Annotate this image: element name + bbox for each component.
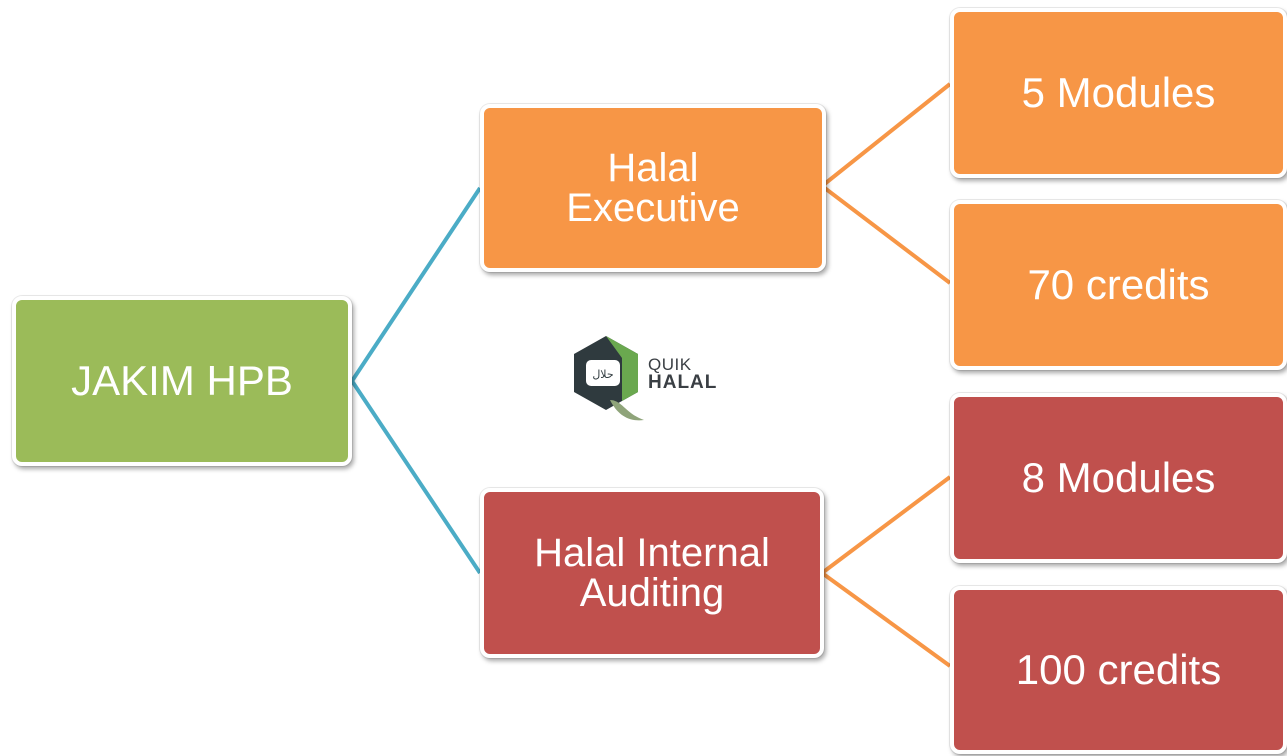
node-jakim-hpb-label: JAKIM HPB (71, 357, 293, 404)
node-halal-internal-auditing-line-2: Auditing (579, 571, 725, 615)
quikhalal-logo: حلال QUIK HALAL (566, 330, 746, 430)
node-jakim-hpb: JAKIM HPB (12, 296, 352, 466)
logo-quik-text: QUIK (648, 355, 692, 374)
node-70-credits-label: 70 credits (1027, 261, 1210, 308)
node-halal-executive: Halal Executive (480, 104, 826, 272)
connector-halal-internal-auditing-to-leaves (818, 475, 952, 668)
node-halal-internal-auditing: Halal Internal Auditing (480, 488, 824, 658)
node-100-credits-label: 100 credits (1015, 646, 1222, 693)
connector-root-to-halal-executive (349, 186, 482, 575)
node-5-modules-label: 5 Modules (1021, 69, 1216, 116)
node-halal-internal-auditing-line-1: Halal Internal (534, 531, 770, 575)
node-halal-executive-line-1: Halal (607, 146, 699, 190)
connector-halal-executive-to-leaves (818, 82, 952, 285)
logo-halal-text: HALAL (648, 372, 718, 393)
node-100-credits: 100 credits (950, 586, 1287, 754)
logo-arabic-text: حلال (592, 368, 613, 381)
node-5-modules: 5 Modules (950, 8, 1287, 178)
quikhalal-hexagon-icon: حلال (574, 336, 644, 421)
node-8-modules: 8 Modules (950, 393, 1287, 563)
node-70-credits: 70 credits (950, 200, 1287, 370)
logo-wordmark: QUIK HALAL (648, 356, 717, 392)
node-halal-executive-line-2: Executive (566, 186, 740, 230)
node-8-modules-label: 8 Modules (1021, 454, 1216, 501)
